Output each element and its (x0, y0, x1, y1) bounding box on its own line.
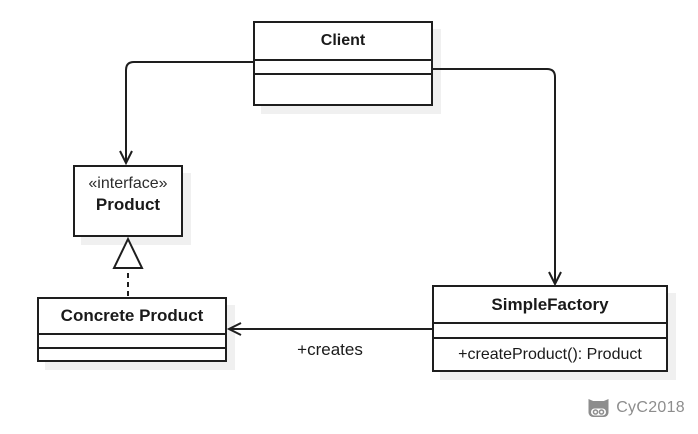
simple-factory-attributes-compartment (434, 324, 666, 339)
client-attributes-compartment (255, 61, 431, 75)
watermark-text: CyC2018 (616, 399, 685, 416)
interface-name-product: Product (95, 195, 161, 214)
interface-box-product: «interface» Product (73, 165, 183, 237)
product-stereotype-label: «interface» (88, 175, 168, 192)
octocat-icon (588, 399, 609, 417)
class-box-simple-factory: SimpleFactory +createProduct(): Product (432, 285, 668, 372)
class-name-client: Client (255, 23, 431, 61)
class-name-simple-factory: SimpleFactory (434, 287, 666, 324)
watermark: CyC2018 (586, 397, 685, 419)
client-to-factory-connector (433, 68, 556, 284)
class-box-concrete-product: Concrete Product (37, 297, 227, 362)
factory-to-concrete-arrowhead-icon (226, 322, 242, 336)
simple-factory-method-label: +createProduct(): Product (458, 345, 642, 363)
realization-triangle-icon (112, 236, 144, 269)
creates-relationship-label: +creates (297, 340, 363, 359)
client-methods-compartment (255, 75, 431, 104)
class-name-concrete-product: Concrete Product (39, 299, 225, 335)
client-to-factory-arrowhead-icon (548, 271, 562, 287)
concrete-product-attributes-compartment (39, 335, 225, 349)
client-to-product-arrowhead-icon (119, 150, 133, 166)
class-box-client: Client (253, 21, 433, 106)
client-to-product-connector (125, 61, 253, 163)
concrete-product-methods-compartment (39, 349, 225, 360)
